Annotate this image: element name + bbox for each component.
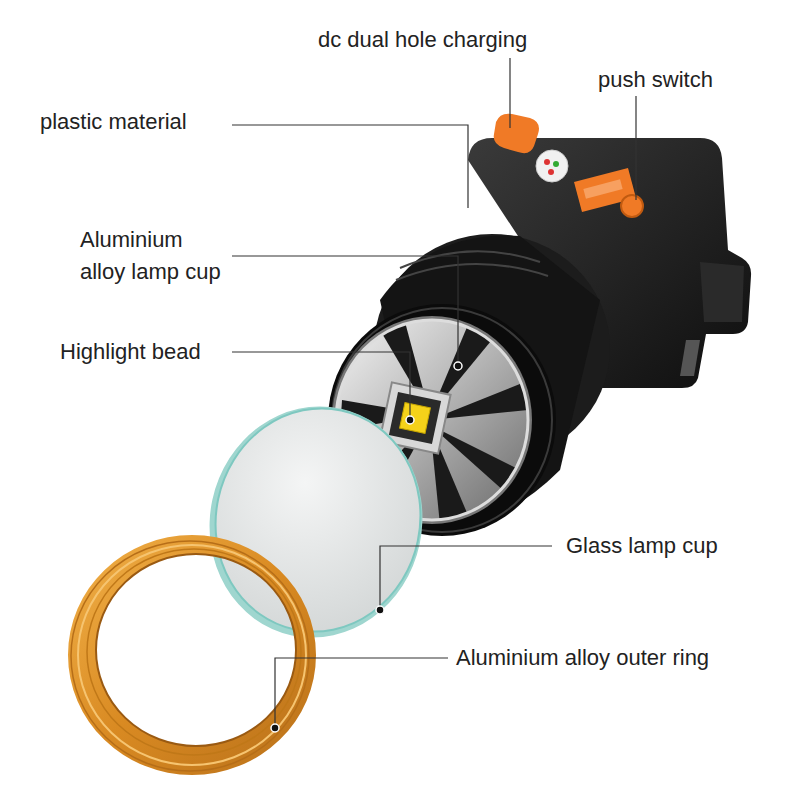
glass-lens — [188, 386, 444, 657]
part-label: Aluminium alloy lamp cup — [80, 224, 228, 288]
part-label: Highlight bead — [60, 336, 201, 368]
part-label: push switch — [598, 64, 713, 96]
leader-dots — [271, 362, 462, 732]
leader-lines — [232, 58, 636, 726]
part-label: plastic material — [40, 106, 187, 138]
part-label: Glass lamp cup — [566, 530, 718, 562]
outer-ring — [68, 535, 316, 775]
controls — [494, 114, 643, 217]
part-label: Aluminium alloy outer ring — [456, 642, 709, 674]
part-label: dc dual hole charging — [318, 24, 527, 56]
